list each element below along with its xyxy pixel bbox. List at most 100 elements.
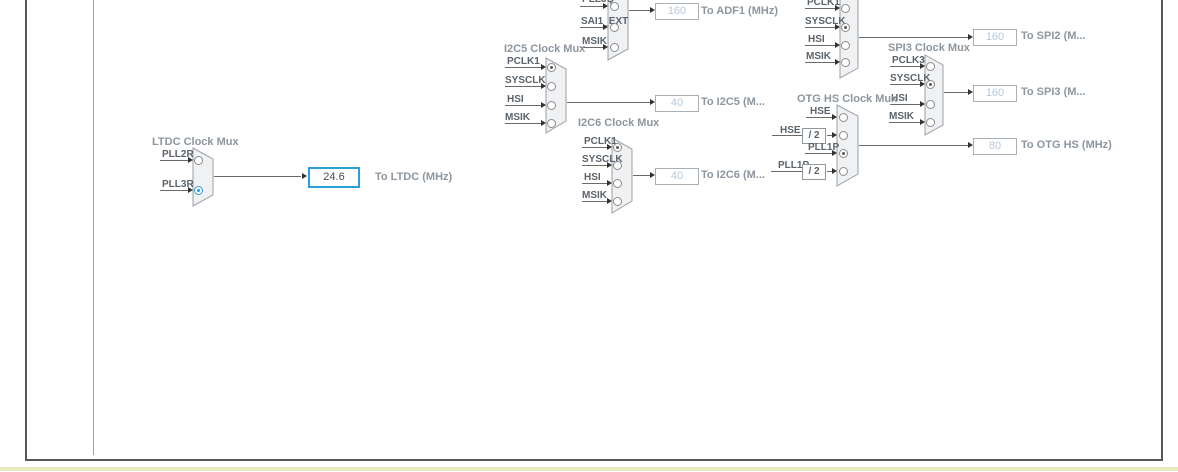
ltdc-mux-title: LTDC Clock Mux: [152, 136, 239, 148]
spi3-pin-msik-radio[interactable]: [926, 118, 935, 127]
spi2-pin-msik-radio[interactable]: [841, 58, 850, 67]
ltdc-output-label: To LTDC (MHz): [375, 171, 453, 183]
otghs-pin-hse-label: HSE: [810, 106, 831, 117]
wire: [805, 153, 832, 154]
wire: [580, 27, 603, 28]
spi3-freq-value: 160: [973, 85, 1017, 102]
i2c5-mux-shape[interactable]: [545, 57, 567, 134]
spi3-pin-pclk3-radio[interactable]: [926, 62, 935, 71]
i2c5-pin-msik-radio[interactable]: [547, 119, 556, 128]
wire: [805, 8, 835, 9]
wire: [505, 123, 541, 124]
wire: [827, 171, 832, 172]
arrow-right-icon: [302, 173, 307, 179]
i2c5-pin-sysclk-radio[interactable]: [547, 82, 556, 91]
pane-divider: [93, 0, 94, 455]
arrow-right-icon: [607, 162, 612, 168]
i2c6-pin-hsi-label: HSI: [584, 172, 601, 183]
arrow-right-icon: [920, 119, 925, 125]
ltdc-pin-pll3r-label: PLL3R: [162, 179, 194, 190]
ltdc-pin-pll2r-radio[interactable]: [194, 156, 203, 165]
arrow-right-icon: [832, 150, 837, 156]
wire: [772, 135, 802, 136]
wire: [805, 27, 835, 28]
arrow-right-icon: [607, 198, 612, 204]
otghs-pin-pll1p-div2-radio[interactable]: [839, 167, 848, 176]
wire: [505, 105, 541, 106]
arrow-right-icon: [603, 24, 608, 30]
i2c5-pin-hsi-radio[interactable]: [547, 101, 556, 110]
i2c6-pin-sysclk-label: SYSCLK: [582, 154, 623, 165]
spi2-freq-value: 160: [973, 29, 1017, 46]
otghs-pin-pll1p-div2-label: PLL1P: [778, 160, 810, 171]
adf1-pin-msik-radio[interactable]: [610, 43, 619, 52]
wire: [580, 6, 603, 7]
spi3-pin-sysclk-label: SYSCLK: [890, 73, 931, 84]
i2c6-pin-sysclk-radio[interactable]: [613, 161, 622, 170]
otghs-mux-title: OTG HS Clock Mux: [797, 93, 898, 105]
otghs-mux-shape[interactable]: [836, 104, 859, 187]
arrow-right-icon: [541, 64, 546, 70]
arrow-right-icon: [188, 157, 193, 163]
i2c5-pin-pclk1-radio[interactable]: [547, 63, 556, 72]
arrow-right-icon: [920, 63, 925, 69]
wire: [214, 176, 301, 177]
spi3-output-label: To SPI3 (M...: [1021, 86, 1086, 98]
wire: [859, 145, 968, 146]
wire: [582, 165, 607, 166]
spi2-pin-hsi-label: HSI: [808, 34, 825, 45]
wire: [160, 190, 189, 191]
otghs-output-label: To OTG HS (MHz): [1021, 139, 1112, 151]
spi2-pin-pclk1-label: PCLK1: [807, 0, 840, 8]
spi2-pin-hsi-radio[interactable]: [841, 41, 850, 50]
i2c6-pin-hsi-radio[interactable]: [613, 179, 622, 188]
otghs-pin-pll1p-radio[interactable]: [839, 149, 848, 158]
arrow-right-icon: [603, 3, 608, 9]
diagram-frame: [25, 0, 1163, 461]
adf1-pin-sai1ext-label: SAI1_EXT: [581, 16, 629, 27]
arrow-right-icon: [835, 42, 840, 48]
arrow-right-icon: [968, 34, 973, 40]
adf1-pin-pll3q-radio[interactable]: [610, 2, 619, 11]
spi3-pin-pclk3-label: PCLK3: [892, 55, 925, 66]
wire: [633, 175, 650, 176]
wire: [805, 62, 835, 63]
otghs-pin-pll1p-label: PLL1P: [808, 142, 840, 153]
i2c6-pin-pclk1-radio[interactable]: [613, 143, 622, 152]
i2c6-freq-value: 40: [655, 168, 699, 185]
arrow-right-icon: [920, 81, 925, 87]
wire: [582, 201, 607, 202]
i2c5-mux-title: I2C5 Clock Mux: [504, 43, 586, 55]
i2c5-output-label: To I2C5 (M...: [701, 96, 765, 108]
arrow-right-icon: [835, 24, 840, 30]
spi3-pin-hsi-label: HSI: [891, 93, 908, 104]
ltdc-pin-pll3r-radio[interactable]: [194, 186, 203, 195]
spi2-pin-sysclk-radio[interactable]: [841, 23, 850, 32]
arrow-right-icon: [541, 83, 546, 89]
adf1-pin-sai1ext-radio[interactable]: [610, 23, 619, 32]
arrow-right-icon: [607, 180, 612, 186]
i2c5-pin-pclk1-label: PCLK1: [507, 56, 540, 67]
i2c5-pin-sysclk-label: SYSCLK: [505, 75, 546, 86]
wire: [567, 102, 650, 103]
i2c6-mux-shape[interactable]: [611, 137, 633, 214]
i2c6-pin-msik-radio[interactable]: [613, 197, 622, 206]
otghs-pin-hse-div2-radio[interactable]: [839, 131, 848, 140]
spi3-pin-hsi-radio[interactable]: [926, 100, 935, 109]
i2c5-freq-value: 40: [655, 95, 699, 112]
arrow-right-icon: [541, 120, 546, 126]
spi3-pin-sysclk-radio[interactable]: [926, 80, 935, 89]
otghs-pin-hse-radio[interactable]: [839, 113, 848, 122]
wire: [890, 66, 920, 67]
wire: [160, 160, 189, 161]
arrow-right-icon: [650, 7, 655, 13]
arrow-right-icon: [607, 144, 612, 150]
adf1-output-label: To ADF1 (MHz): [701, 5, 778, 17]
adf1-pin-pll3q-label: PLL3Q: [582, 0, 614, 5]
ltdc-freq-input[interactable]: 24.6: [308, 167, 360, 188]
arrow-right-icon: [968, 89, 973, 95]
spi2-pin-pclk1-radio[interactable]: [841, 4, 850, 13]
spi3-mux-shape[interactable]: [924, 54, 944, 136]
arrow-right-icon: [832, 132, 837, 138]
